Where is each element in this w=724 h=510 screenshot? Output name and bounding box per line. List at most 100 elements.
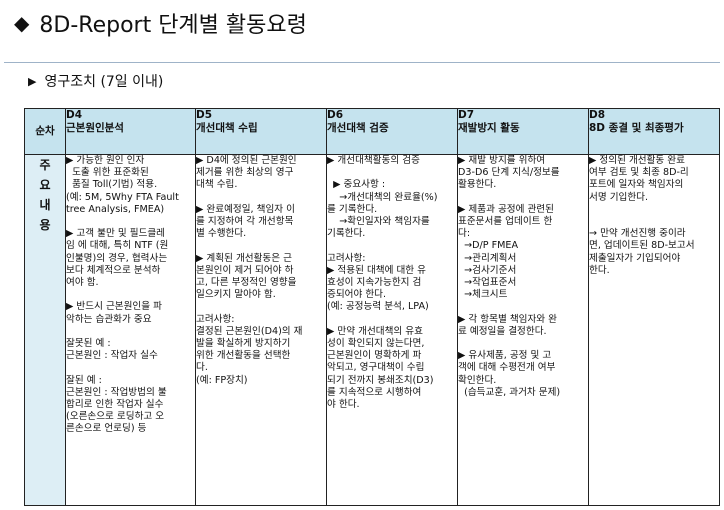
- content-line: (오른손으로 로딩하고 오: [66, 411, 165, 423]
- content-line: 잘된 예 :: [66, 374, 102, 386]
- content-line: 확인한다.: [458, 374, 497, 386]
- content-line: 위한 개선활동을 선택한: [196, 350, 291, 362]
- cell-d6-content: ▶ 개선대책활동의 검증 ▶ 중요사항 : →개선대책의 완료율(%)를 기록한…: [326, 154, 458, 506]
- content-line: →확인일자와 책임자를: [327, 216, 430, 227]
- content-line: 일으키지 말아야 함.: [196, 289, 276, 301]
- side-label-char: 용: [39, 218, 51, 232]
- content-line: 효성이 지속가능한지 검: [327, 277, 422, 288]
- content-line: ▶ 중요사항 :: [327, 179, 386, 191]
- section-subtitle: ▶ 영구조치 (7일 이내): [28, 70, 163, 92]
- content-line: 발을 확실하게 방지하기: [196, 338, 291, 349]
- content-line: 보다 체계적으로 분석하: [66, 264, 161, 276]
- content-line: 다.: [196, 362, 208, 374]
- header-code: D5: [196, 109, 213, 121]
- content-line: [66, 326, 195, 338]
- header-code: D6: [327, 109, 344, 121]
- content-line: ▶ 제품과 공정에 관련된: [458, 203, 554, 215]
- section-subtitle-text: 영구조치 (7일 이내): [44, 74, 164, 90]
- content-line: ▶ 적용된 대책에 대한 유: [327, 264, 427, 276]
- content-line: 른손으로 언로딩) 등: [66, 423, 147, 435]
- header-title: 개선대책 수립: [196, 122, 258, 134]
- content-line: 본원인이 제거 되어야 하: [196, 264, 294, 276]
- content-line: 근본원인 : 작업방법의 불: [66, 386, 167, 398]
- content-line: [458, 338, 588, 350]
- header-title: 근본원인분석: [66, 122, 124, 134]
- content-line: 제출일자가 기입되어야: [589, 252, 681, 264]
- content-line: 여부 검토 및 최종 8D-리: [589, 167, 689, 179]
- content-line: 를 지정하여 각 개선항목: [196, 216, 294, 227]
- content-line: ▶ 유사제품, 공정 및 고: [458, 350, 552, 362]
- content-line: 객에 대해 수평전개 여부: [458, 362, 556, 374]
- content-line: ▶ 고객 불만 및 필드클레: [66, 228, 166, 240]
- content-line: 를 기록한다.: [327, 203, 378, 215]
- content-line: 되기 전까지 봉쇄조치(D3): [327, 374, 434, 386]
- content-line: [66, 362, 195, 374]
- diamond-bullet-icon: ◆: [14, 11, 30, 35]
- content-line: [458, 192, 588, 204]
- content-line: →D/P FMEA: [458, 240, 519, 252]
- content-line: ▶ D4에 정의된 근본원인: [196, 155, 297, 166]
- content-line: ▶ 계획된 개선활동은 근: [196, 252, 292, 264]
- content-line: 서명 기입한다.: [589, 191, 649, 203]
- title-divider: [4, 62, 720, 63]
- content-line: →관리계획서: [458, 252, 517, 264]
- content-line: [196, 240, 326, 252]
- content-line: [458, 301, 588, 313]
- page-title: ◆ 8D-Report 단계별 활동요령: [14, 6, 307, 40]
- content-line: 잘못된 예 :: [66, 338, 111, 349]
- content-line: ▶ 재발 방지를 위하여: [458, 155, 546, 166]
- content-line: 대책 수립.: [196, 179, 238, 191]
- content-line: (습득교훈, 과거차 문제): [458, 386, 561, 398]
- content-row: 주 요 내 용 ▶ 가능한 원인 인자 도출 위한 표준화된 품질 Toll(기…: [24, 154, 720, 506]
- header-title: 재발방지 활동: [458, 122, 520, 134]
- content-line: [327, 240, 457, 252]
- content-line: →검사기준서: [458, 264, 517, 276]
- content-line: 기록한다.: [327, 228, 366, 240]
- content-line: [589, 216, 719, 228]
- content-line: 여야 함.: [66, 277, 99, 289]
- content-line: 한다.: [589, 264, 610, 276]
- content-line: →개선대책의 완료율(%): [327, 191, 438, 203]
- content-line: [196, 192, 326, 204]
- content-line: [327, 314, 457, 326]
- content-line: 인불명)의 경우, 협력사는: [66, 252, 168, 264]
- side-label: 주 요 내 용: [24, 154, 66, 506]
- content-line: ▶ 만약 개선대책의 유효: [327, 325, 423, 337]
- content-line: ▶ 각 항목별 책임자와 완: [458, 313, 558, 325]
- content-line: 품질 Toll(기법) 적용.: [66, 179, 158, 191]
- content-line: (예: FP장치): [196, 374, 248, 386]
- content-line: ▶ 반드시 근본원인을 파: [66, 301, 162, 313]
- cell-d4-content: ▶ 가능한 원인 인자 도출 위한 표준화된 품질 Toll(기법) 적용.(예…: [65, 154, 196, 506]
- content-line: 료 예정일을 결정한다.: [458, 325, 547, 337]
- content-line: ▶ 정의된 개선활동 완료: [589, 155, 685, 166]
- header-code: D7: [458, 109, 475, 121]
- content-line: (예: 5M, 5Why FTA Fault: [66, 191, 179, 203]
- content-line: D3-D6 단계 지식/정보를: [458, 167, 560, 179]
- content-line: 고, 다른 부정적인 영향을: [196, 277, 297, 288]
- content-line: [196, 301, 326, 313]
- content-line: 별 수행한다.: [196, 228, 247, 240]
- content-line: 성이 확인되지 않는다면,: [327, 338, 425, 349]
- content-line: 도출 위한 표준화된: [66, 167, 149, 179]
- content-line: 표준문서를 업데이트 한: [458, 216, 553, 227]
- triangle-bullet-icon: ▶: [28, 74, 37, 88]
- content-line: 결정된 근본원인(D4)의 재: [196, 325, 303, 337]
- side-label-char: 요: [39, 178, 51, 192]
- content-line: 고려사항:: [196, 313, 235, 325]
- content-line: 임 에 대해, 특히 NTF (원: [66, 240, 169, 252]
- content-line: 포트에 일자와 책임자의: [589, 179, 684, 191]
- side-label-char: 내: [39, 198, 51, 212]
- content-line: [589, 204, 719, 216]
- header-code: D4: [66, 109, 83, 121]
- content-line: 합리로 인한 작업자 실수: [66, 399, 164, 410]
- content-line: ▶ 완료예정일, 책임자 이: [196, 203, 296, 215]
